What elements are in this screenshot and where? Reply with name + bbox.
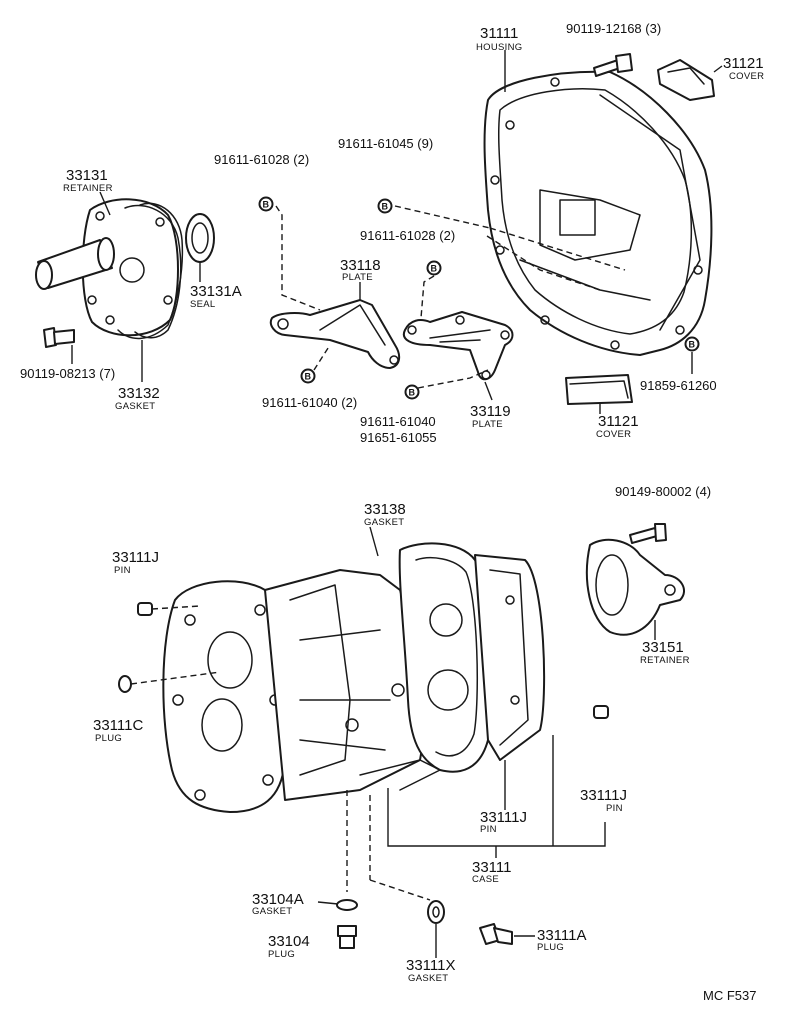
retainer2-name: RETAINER <box>640 655 690 666</box>
cover-top <box>657 59 715 101</box>
input-retainer <box>35 198 184 340</box>
cover-lower <box>565 374 633 405</box>
plate2-number: 33119 <box>470 403 511 420</box>
cover-top-name: COVER <box>729 71 764 82</box>
housing-number: 31111 <box>480 25 518 42</box>
plug-drain <box>337 925 357 949</box>
svg-text:B: B <box>382 202 389 212</box>
gasket1-name: GASKET <box>115 401 155 412</box>
cover-top-number: 31121 <box>723 55 764 72</box>
bolt-4-code: 90149-80002 (4) <box>615 484 711 499</box>
cover-low-name: COVER <box>596 429 631 440</box>
bolt-7-code: 90119-08213 (7) <box>20 366 115 381</box>
svg-text:B: B <box>305 372 312 382</box>
svg-text:B: B <box>431 264 438 274</box>
gasket2-name: GASKET <box>364 517 404 528</box>
plug3-number: 33111A <box>537 927 587 944</box>
bolt-9-code: 91611-61045 (9) <box>338 136 433 151</box>
gasket2-number: 33138 <box>364 501 406 518</box>
cover-low-number: 31121 <box>598 413 639 430</box>
plate-33119 <box>402 311 514 381</box>
case-name: CASE <box>472 874 499 885</box>
bolt-40-code: 91611-61040 (2) <box>262 395 357 410</box>
gasket-retainer <box>124 204 182 339</box>
plate2-name: PLATE <box>472 419 503 430</box>
gasket3-name: GASKET <box>252 906 292 917</box>
pin2-name: PIN <box>606 803 623 814</box>
svg-text:B: B <box>689 340 696 350</box>
svg-text:B: B <box>409 388 416 398</box>
case-number: 33111 <box>472 859 512 876</box>
bolt-retainer <box>43 327 75 348</box>
bolt-marker-40a: B <box>300 368 316 384</box>
bolt-marker-2b: B <box>426 260 442 276</box>
plug-left <box>118 675 132 693</box>
pin3-number: 33111J <box>480 809 527 826</box>
plug3-name: PLUG <box>537 942 564 953</box>
clutch-housing <box>483 70 713 356</box>
gasket3-number: 33104A <box>252 891 304 908</box>
pin2-number: 33111J <box>580 787 627 804</box>
bolt-260-code: 91859-61260 <box>640 378 717 393</box>
pin-right <box>593 705 609 719</box>
bolt-marker-40b: B <box>404 384 420 400</box>
bolt-rear-retainer <box>629 523 667 544</box>
bolt-2b-code: 91611-61028 (2) <box>360 228 455 243</box>
bolt-top <box>593 53 633 77</box>
diagram-reference: MC F537 <box>703 988 756 1003</box>
plug2-number: 33104 <box>268 933 310 950</box>
plug-switch <box>479 923 513 945</box>
plug1-number: 33111C <box>93 717 143 734</box>
pin1-name: PIN <box>114 565 131 576</box>
bolt-55-code: 91651-61055 <box>360 430 437 445</box>
transmission-case <box>162 542 546 813</box>
bolt-marker-2a: B <box>258 196 274 212</box>
gasket-drain <box>336 899 358 911</box>
bolt-40b-code: 91611-61040 <box>360 414 436 429</box>
gasket4-name: GASKET <box>408 973 448 984</box>
bolt-marker-9: B <box>377 198 393 214</box>
housing-name: HOUSING <box>476 42 522 53</box>
bolt-marker-260: B <box>684 336 700 352</box>
bolt-2a-code: 91611-61028 (2) <box>214 152 309 167</box>
bolt-top-code: 90119-12168 (3) <box>566 21 661 36</box>
pin1-number: 33111J <box>112 549 159 566</box>
plate1-name: PLATE <box>342 272 373 283</box>
gasket4-number: 33111X <box>406 957 456 974</box>
seal-name: SEAL <box>190 299 216 310</box>
retainer2-number: 33151 <box>642 639 684 656</box>
plate-33118 <box>269 299 401 369</box>
pin3-name: PIN <box>480 824 497 835</box>
plate1-number: 33118 <box>340 257 381 274</box>
gasket-filler <box>427 900 445 924</box>
retainer-number: 33131 <box>66 167 108 184</box>
seal <box>185 213 215 263</box>
seal-number: 33131A <box>190 283 242 300</box>
plug2-name: PLUG <box>268 949 295 960</box>
retainer-name: RETAINER <box>63 183 113 194</box>
plug1-name: PLUG <box>95 733 122 744</box>
gasket1-number: 33132 <box>118 385 160 402</box>
rear-retainer <box>585 538 685 636</box>
pin-left <box>137 602 153 616</box>
svg-text:B: B <box>263 200 270 210</box>
